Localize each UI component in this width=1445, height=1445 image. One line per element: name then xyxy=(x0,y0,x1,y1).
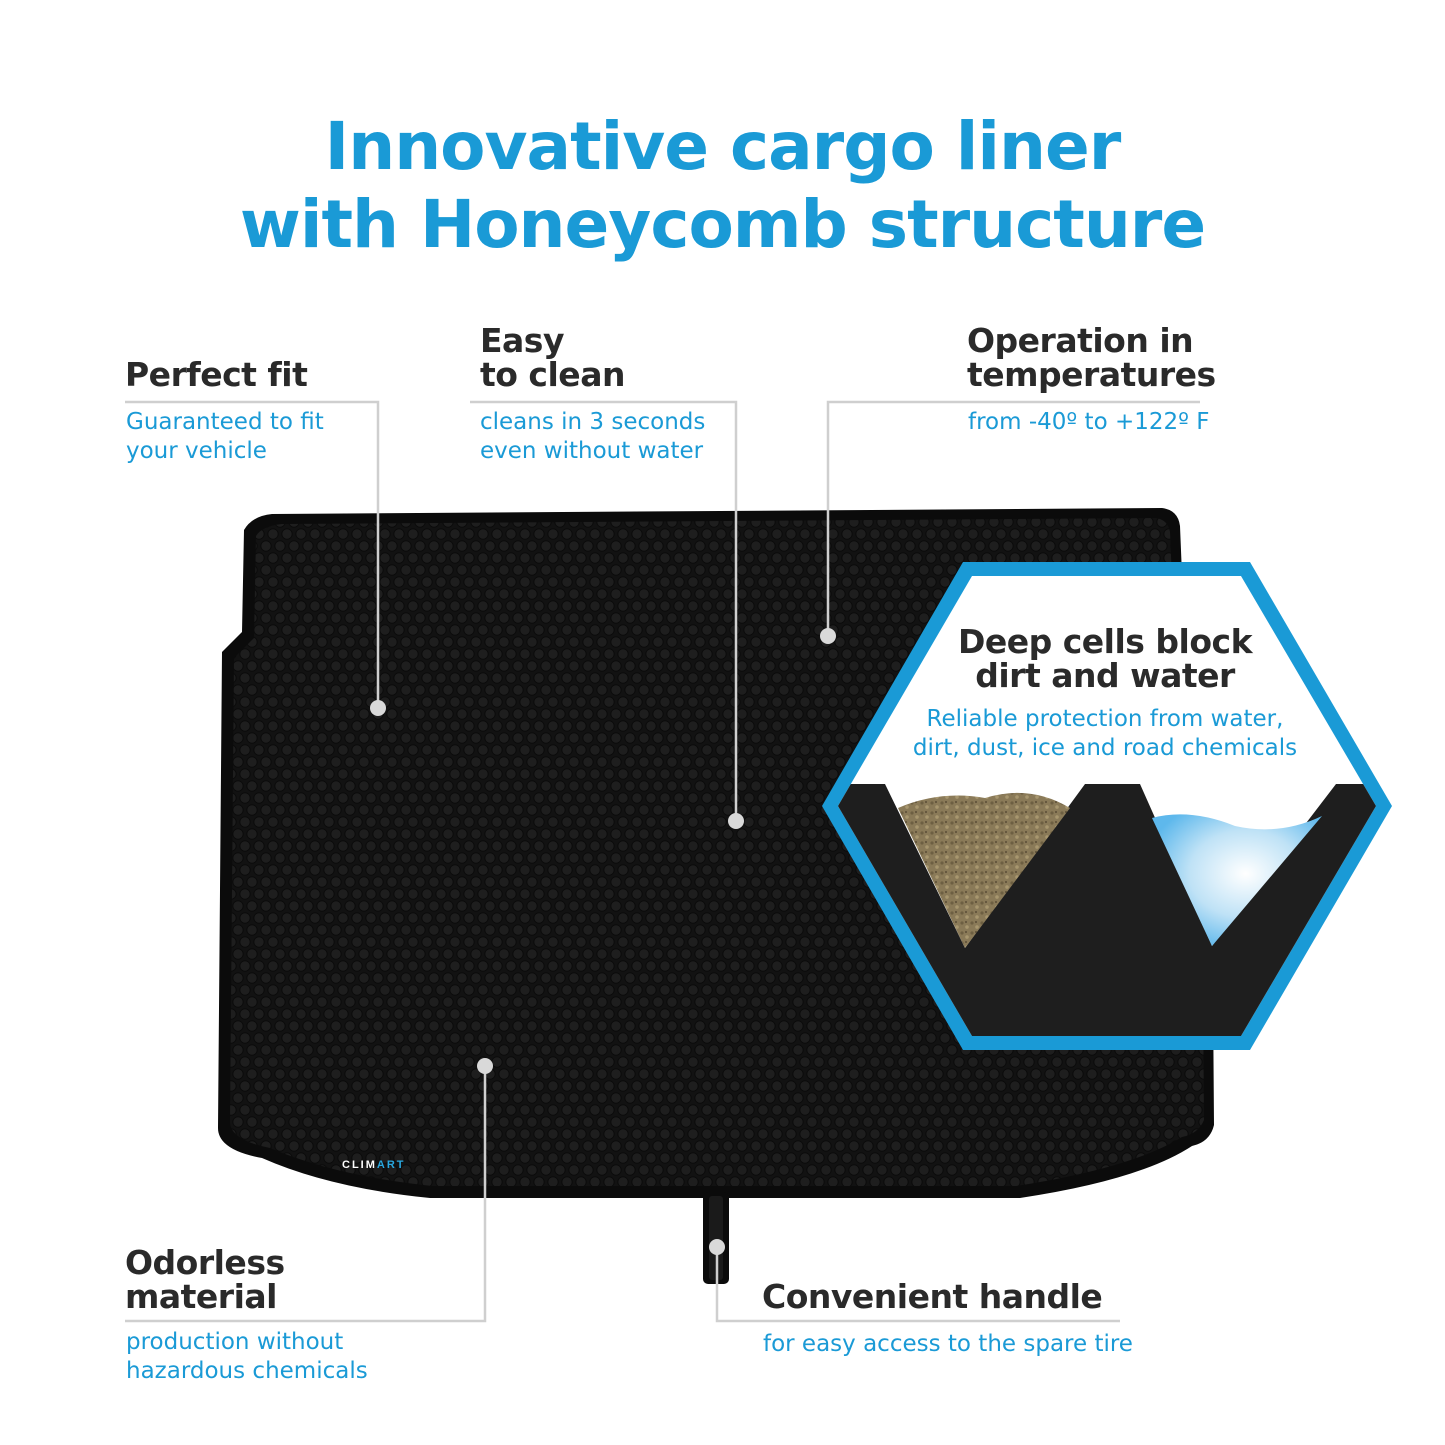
handle-strap xyxy=(703,1192,729,1284)
callout-lines xyxy=(125,400,1200,1323)
hexagon-title: Deep cells block dirt and water xyxy=(900,625,1310,693)
feature-desc-line: cleans in 3 seconds xyxy=(480,409,706,435)
hexagon-desc-line: dirt, dust, ice and road chemicals xyxy=(912,735,1298,761)
hexagon-title-line: Deep cells block xyxy=(957,622,1253,661)
feature-title-odorless: Odorless material xyxy=(125,1246,285,1314)
feature-title-text: to clean xyxy=(480,355,625,394)
feature-title-text: Convenient handle xyxy=(762,1277,1103,1316)
callout-dots xyxy=(370,628,836,1255)
feature-title-text: Easy xyxy=(480,321,564,360)
feature-title-temperature: Operation in temperatures xyxy=(967,324,1216,392)
feature-title-perfect-fit: Perfect fit xyxy=(125,355,308,394)
feature-title-handle: Convenient handle xyxy=(762,1277,1103,1316)
feature-desc-line: Guaranteed to fit xyxy=(126,409,324,435)
feature-desc-line: your vehicle xyxy=(126,438,267,464)
hexagon-title-line: dirt and water xyxy=(975,656,1235,695)
logo-part: CLIM xyxy=(342,1159,377,1171)
logo-part-accent: ART xyxy=(376,1159,406,1171)
feature-title-text: temperatures xyxy=(967,355,1216,394)
feature-desc-line: production without xyxy=(126,1329,344,1355)
feature-title-text: Perfect fit xyxy=(125,355,308,394)
feature-title-text: Operation in xyxy=(967,321,1194,360)
feature-desc-odorless: production without hazardous chemicals xyxy=(126,1328,368,1386)
feature-desc-easy-clean: cleans in 3 seconds even without water xyxy=(480,408,705,466)
feature-desc-line: for easy access to the spare tire xyxy=(763,1331,1133,1357)
feature-desc-perfect-fit: Guaranteed to fit your vehicle xyxy=(126,408,324,466)
feature-title-text: Odorless xyxy=(125,1243,285,1282)
deep-cells-hexagon xyxy=(822,562,1392,1050)
page-title-line1: Innovative cargo liner xyxy=(324,108,1122,185)
climart-logo: CLIMART xyxy=(342,1159,406,1171)
feature-desc-line: hazardous chemicals xyxy=(126,1358,368,1384)
page-title-line2: with Honeycomb structure xyxy=(239,186,1206,263)
feature-desc-handle: for easy access to the spare tire xyxy=(763,1330,1133,1359)
hexagon-desc: Reliable protection from water, dirt, du… xyxy=(880,705,1330,763)
feature-desc-line: even without water xyxy=(480,438,704,464)
feature-title-easy-clean: Easy to clean xyxy=(480,324,625,392)
feature-desc-line: from -40º to +122º F xyxy=(968,409,1210,435)
feature-desc-temperature: from -40º to +122º F xyxy=(968,408,1210,437)
hexagon-desc-line: Reliable protection from water, xyxy=(926,706,1284,732)
feature-title-text: material xyxy=(125,1277,277,1316)
page-title: Innovative cargo liner with Honeycomb st… xyxy=(0,108,1445,264)
